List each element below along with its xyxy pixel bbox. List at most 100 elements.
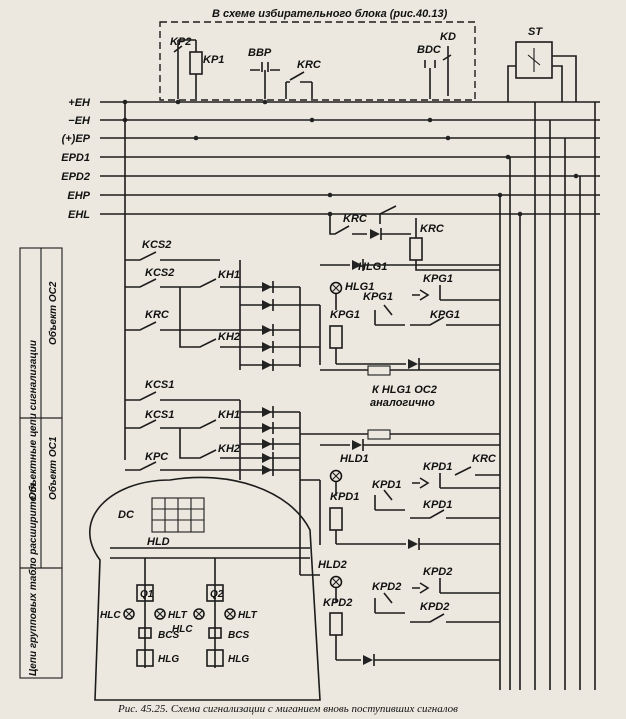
label-kpg1-c: KPG1 — [430, 309, 460, 321]
contact-bdc-kd — [424, 46, 452, 99]
label-kp2: KP2 — [170, 36, 191, 48]
label-q1: Q1 — [140, 589, 154, 600]
label-krc-d1: KRC — [472, 453, 497, 465]
bcs-a-box — [138, 627, 152, 639]
oc2-note-line1: К HLG1 ОС2 — [372, 384, 437, 396]
vertical-bus-lines — [499, 102, 596, 690]
label-bcs-a: BCS — [158, 630, 179, 641]
label-hlc-a: HLC — [100, 610, 121, 621]
bcs-b-box — [208, 627, 222, 639]
contact-kpd1-c — [410, 509, 500, 519]
bus-label-minus-eh: −ЕН — [68, 115, 91, 127]
contact-kpc — [125, 461, 240, 471]
contact-krc-top — [285, 71, 313, 99]
contact-krc-d1 — [454, 466, 500, 476]
label-kpd1-a: KPD1 — [372, 479, 401, 491]
oc2-note-line2: аналогично — [370, 397, 435, 409]
bus-junctions — [122, 99, 579, 217]
label-group-panel-1: Цепи групповых табло расширителя — [27, 484, 39, 676]
label-kpd1-coil: KPD1 — [330, 491, 359, 503]
label-kp1: KP1 — [203, 54, 224, 66]
bus-label-ehp: ЕНР — [67, 190, 90, 202]
label-kh2-a: KH2 — [218, 331, 240, 343]
label-bdc: BDC — [417, 44, 442, 56]
label-hlt-b: HLT — [238, 610, 258, 621]
frame-group-panel — [19, 567, 63, 679]
contact-kh2-a — [179, 287, 240, 348]
relay-kp1-coil — [189, 51, 203, 75]
resistor-upper — [367, 365, 391, 376]
label-object-oc2: Объект ОС2 — [47, 281, 59, 345]
label-kh1-b: KH1 — [218, 409, 240, 421]
label-kcs1-a: KCS1 — [145, 379, 174, 391]
group-panel-outline — [89, 476, 321, 701]
selector-block-note: В схеме избирательного блока (рис.40.13) — [212, 8, 448, 20]
contact-kpd1-b — [412, 473, 500, 489]
relay-kpg1-coil — [329, 325, 343, 349]
label-kh1-a: KH1 — [218, 269, 240, 281]
contact-kcs2-b — [125, 278, 180, 288]
hlg-b-box — [206, 649, 224, 667]
contact-bbp — [250, 62, 280, 99]
label-krc-right: KRC — [420, 223, 445, 235]
label-krc-top: KRC — [297, 59, 322, 71]
contact-krc-left — [329, 214, 367, 235]
relay-krc-coil — [409, 237, 423, 261]
label-kh2-b: KH2 — [218, 443, 240, 455]
label-st: ST — [528, 26, 543, 38]
label-kcs1-b: KCS1 — [145, 409, 174, 421]
relay-kpd2-coil — [329, 612, 343, 636]
label-hlg-b: HLG — [228, 654, 249, 665]
bus-label-epd1: EPD1 — [61, 152, 90, 164]
label-kpd1-b: KPD1 — [423, 461, 452, 473]
bus-label-epd2: EPD2 — [61, 171, 90, 183]
contact-kcs1-a — [125, 391, 240, 401]
label-kpg1-coil: KPG1 — [330, 309, 360, 321]
label-hlg1-lamp: HLG1 — [345, 281, 374, 293]
contact-kh1-a — [180, 278, 240, 288]
label-kpd2-a: KPD2 — [372, 581, 401, 593]
label-hlg-a: HLG — [158, 654, 179, 665]
label-kpd2-coil: KPD2 — [323, 597, 352, 609]
contact-kpg1-c — [410, 316, 500, 326]
relay-kpd1-coil — [329, 507, 343, 531]
contact-kpg1-a — [412, 285, 500, 301]
resistor-lower — [367, 429, 391, 440]
label-kpc: KPC — [145, 451, 169, 463]
selector-block-frame — [159, 21, 476, 101]
q2-box — [206, 584, 224, 602]
st-box — [515, 41, 553, 79]
label-kcs2-b: KCS2 — [145, 267, 174, 279]
contact-kpd2-b — [412, 578, 500, 594]
label-kd: KD — [440, 31, 456, 43]
q1-box — [136, 584, 154, 602]
label-kpg1-b: KPG1 — [363, 291, 393, 303]
bus-label-ehl: EHL — [68, 209, 90, 221]
label-q2: Q2 — [210, 589, 224, 600]
contact-kpd2-a — [374, 592, 405, 614]
label-krc-left: KRC — [343, 213, 368, 225]
diode-matrix-upper — [239, 260, 320, 371]
contact-kcs2-a — [125, 251, 220, 261]
label-bcs-b: BCS — [228, 630, 249, 641]
label-object-oc1: Объект ОС1 — [47, 436, 59, 500]
label-hlg1: HLG1 — [358, 261, 387, 273]
label-kpg1-a: KPG1 — [423, 273, 453, 285]
label-hld: HLD — [147, 536, 170, 548]
bus-label-ep: (+)ЕР — [62, 133, 91, 145]
contact-kpg1-b — [374, 304, 405, 326]
label-objective-circuits: Объектные цепи сигнализации — [27, 340, 39, 500]
contact-krc-b — [125, 321, 240, 331]
contact-kpd1-a — [374, 489, 405, 511]
label-hld2: HLD2 — [318, 559, 347, 571]
contact-kpd2-c — [410, 613, 500, 623]
label-hld1: HLD1 — [340, 453, 369, 465]
bus-label-plus-eh: +ЕН — [68, 97, 91, 109]
label-krc-b: KRC — [145, 309, 170, 321]
contact-kh2-b — [179, 428, 240, 459]
dc-grid — [151, 497, 205, 533]
hlg-a-box — [136, 649, 154, 667]
relay-kp2-contact — [173, 40, 197, 99]
